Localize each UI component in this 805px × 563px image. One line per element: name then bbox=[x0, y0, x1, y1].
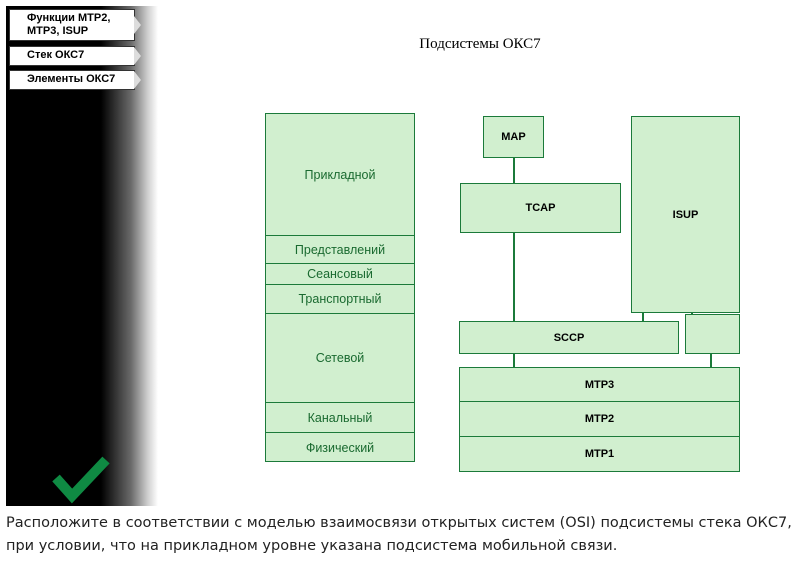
osi-layer-network[interactable]: Сетевой bbox=[266, 313, 414, 402]
connector-sccp-mtp3 bbox=[513, 354, 515, 367]
connector-isup-mtp3 bbox=[710, 354, 712, 367]
osi-layer-transport[interactable]: Транспортный bbox=[266, 284, 414, 313]
connector-map-tcap bbox=[513, 158, 515, 183]
block-mtp3[interactable]: MTP3 bbox=[459, 367, 740, 402]
osi-layer-presentation[interactable]: Представлений bbox=[266, 235, 414, 263]
block-mtp1[interactable]: MTP1 bbox=[459, 436, 740, 472]
block-tcap[interactable]: TCAP bbox=[460, 183, 621, 233]
connector-isup-sccp bbox=[642, 313, 644, 321]
osi-layer-session[interactable]: Сеансовый bbox=[266, 263, 414, 284]
block-sccp[interactable]: SCCP bbox=[459, 321, 679, 354]
nav-button-elements[interactable]: Элементы ОКС7 bbox=[9, 70, 135, 90]
diagram-title: Подсистемы ОКС7 bbox=[419, 36, 541, 52]
block-mtp2[interactable]: MTP2 bbox=[459, 401, 740, 437]
checkmark-icon[interactable] bbox=[50, 452, 112, 506]
nav-button-stack[interactable]: Стек ОКС7 bbox=[9, 46, 135, 66]
block-map[interactable]: MAP bbox=[483, 116, 544, 158]
osi-model-column: Прикладной Представлений Сеансовый Транс… bbox=[265, 113, 415, 462]
question-text: Расположите в соответствии с моделью вза… bbox=[6, 515, 792, 554]
sidebar-panel: Функции МТР2, МТР3, ISUP Стек ОКС7 Элеме… bbox=[6, 6, 158, 506]
osi-layer-application[interactable]: Прикладной bbox=[304, 167, 376, 182]
nav-button-functions[interactable]: Функции МТР2, МТР3, ISUP bbox=[9, 9, 135, 41]
osi-layer-physical[interactable]: Физический bbox=[266, 432, 414, 462]
connector-tcap-sccp bbox=[513, 233, 515, 321]
block-isup-extension[interactable] bbox=[685, 314, 740, 354]
block-isup[interactable]: ISUP bbox=[631, 116, 740, 313]
osi-layer-datalink[interactable]: Канальный bbox=[266, 402, 414, 432]
